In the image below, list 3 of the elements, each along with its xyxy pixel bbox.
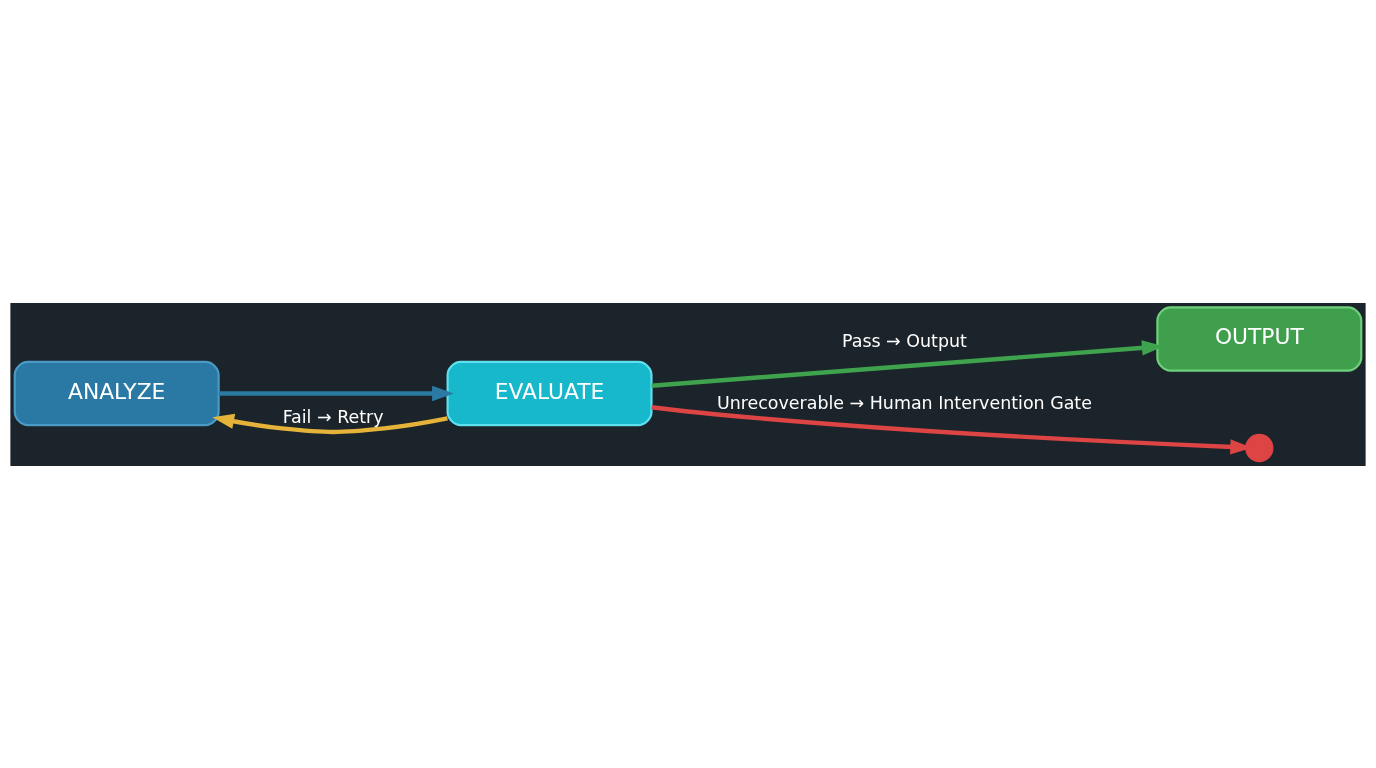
edge-label: Fail → Retry [282, 406, 384, 427]
edge-label: Pass → Output [842, 330, 967, 351]
edge-label: Unrecoverable → Human Intervention Gate [716, 392, 1092, 413]
